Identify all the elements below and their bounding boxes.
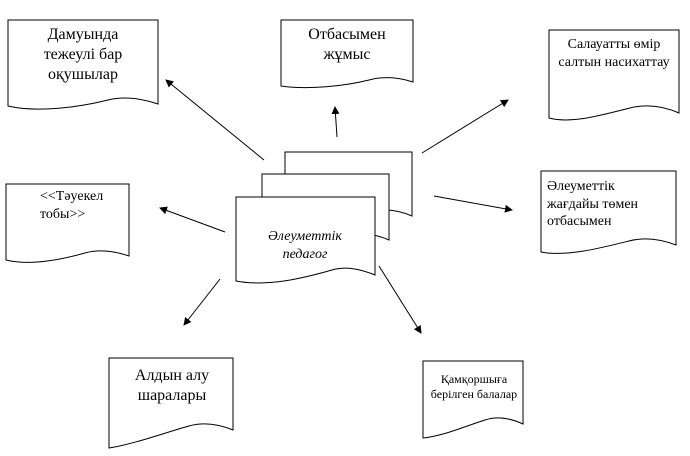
center-node-label: Әлеуметтік педагог bbox=[250, 228, 360, 263]
special-needs-line2: тежеулі бар bbox=[43, 46, 123, 63]
low-income-line1: Әлеуметтік bbox=[547, 179, 615, 194]
prevention-line1: Алдын алу bbox=[134, 367, 210, 384]
special-needs-line1: Дамуында bbox=[47, 26, 119, 43]
guardianship-line2: берілген балалар bbox=[430, 387, 518, 401]
arrow-to-healthy-lifestyle bbox=[421, 99, 509, 154]
node-low-income-label: Әлеуметтік жағдайы төмен отбасымен bbox=[547, 178, 675, 231]
risk-group-line2: тобы>> bbox=[40, 206, 86, 222]
doc-risk-group bbox=[5, 183, 130, 263]
node-guardianship-label: Қамқоршыға берілген балалар bbox=[424, 372, 524, 402]
family-work-line2: жұмыс bbox=[323, 46, 371, 63]
arrow-to-family-work bbox=[331, 106, 340, 138]
healthy-lifestyle-line1: Салауатты өмір bbox=[567, 37, 661, 52]
node-healthy-lifestyle-label: Салауатты өмір салтын насихаттау bbox=[551, 36, 677, 71]
doc-guardianship bbox=[422, 360, 524, 439]
healthy-lifestyle-line2: салтын насихаттау bbox=[558, 54, 670, 70]
low-income-line3: отбасымен bbox=[547, 214, 612, 229]
doc-prevention bbox=[108, 357, 234, 449]
doc-low-income bbox=[540, 170, 677, 254]
low-income-line2: жағдайы төмен bbox=[547, 196, 639, 212]
arrow-to-low-income bbox=[433, 195, 513, 213]
prevention-line2: шаралары bbox=[137, 387, 207, 404]
risk-group-line1: <<Тәуекел bbox=[40, 189, 104, 204]
arrow-to-prevention bbox=[183, 278, 221, 326]
node-risk-group-label: <<Тәуекел тобы>> bbox=[40, 188, 128, 223]
arrow-to-special-needs bbox=[165, 79, 265, 161]
node-family-work-label: Отбасымен жұмыс bbox=[284, 25, 410, 65]
guardianship-line1: Қамқоршыға bbox=[440, 372, 508, 386]
center-line2: педагог bbox=[282, 246, 328, 262]
doc-healthy-lifestyle bbox=[548, 29, 680, 121]
special-needs-line3: оқушылар bbox=[48, 66, 118, 83]
doc-family-work bbox=[280, 19, 414, 89]
doc-special-needs bbox=[7, 19, 159, 110]
center-line1: Әлеуметтік bbox=[268, 229, 342, 244]
arrow-to-guardianship bbox=[378, 265, 422, 334]
node-special-needs-label: Дамуында тежеулі бар оқушылар bbox=[12, 25, 154, 85]
node-prevention-label: Алдын алу шаралары bbox=[112, 366, 232, 406]
family-work-line1: Отбасымен bbox=[308, 26, 386, 43]
center-doc-front bbox=[235, 196, 376, 284]
arrow-to-risk-group bbox=[159, 206, 226, 233]
